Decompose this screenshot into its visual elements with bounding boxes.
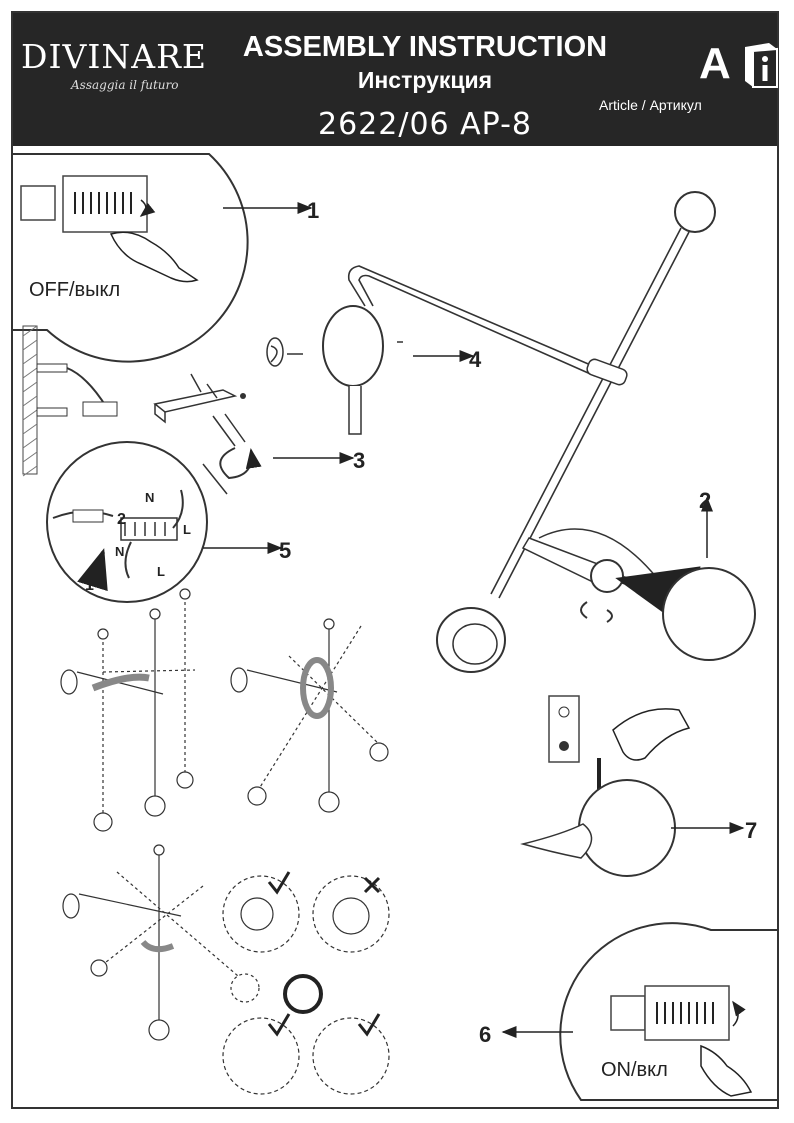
page-title-ru: Инструкция [357,67,493,93]
step3-mounting-bracket: 3 [153,373,365,495]
adjustment-diagram [62,844,390,1095]
step-1-number: 1 [307,198,319,223]
rotation-diagram-left [60,588,196,832]
step-4-number: 4 [469,347,482,372]
wall-anchors [22,325,118,477]
step4-canopy: 4 [266,265,596,435]
step-5-number: 5 [279,538,291,563]
wire-step-1: 1 [85,577,94,594]
rotation-diagram-right [230,618,389,813]
step2-globe-shade: 2 [521,488,756,661]
page-title: ASSEMBLY INSTRUCTION [242,31,608,63]
neutral-label-bottom: N [115,544,124,559]
neutral-label-top: N [145,490,154,505]
step6-power-on-panel: 6 ON/вкл [479,922,777,1101]
fixture-rod [436,191,716,673]
step-7-number: 7 [745,818,757,843]
wire-step-2: 2 [117,511,126,528]
book-info-icon [745,43,778,88]
step-2-number: 2 [699,488,711,513]
brand-name: DIVINARE [21,37,208,76]
sheet-letter: A [699,39,731,88]
live-label-bottom: L [157,564,165,579]
step1-power-off-panel: 1 OFF/выкл [13,153,319,363]
article-number: 2622/06 AP-8 [317,107,533,142]
power-on-label: ON/вкл [601,1059,668,1081]
page-frame [11,11,779,1109]
step-6-number: 6 [479,1022,491,1047]
assembly-diagram: 1 OFF/выкл 1 2 N N L L 5 [13,153,777,1101]
brand-logo: DIVINARE Assaggia il futuro [21,37,217,101]
brand-slogan: Assaggia il futuro [71,78,179,92]
step-3-number: 3 [353,448,365,473]
step7-touch-control: 7 [520,695,757,877]
live-label-top: L [183,522,191,537]
header-bar: DIVINARE Assaggia il futuro ASSEMBLY INS… [13,13,778,146]
step5-wiring-detail: 1 2 N N L L 5 [46,441,291,603]
power-off-label: OFF/выкл [29,279,120,301]
article-label: Article / Артикул [599,97,702,113]
